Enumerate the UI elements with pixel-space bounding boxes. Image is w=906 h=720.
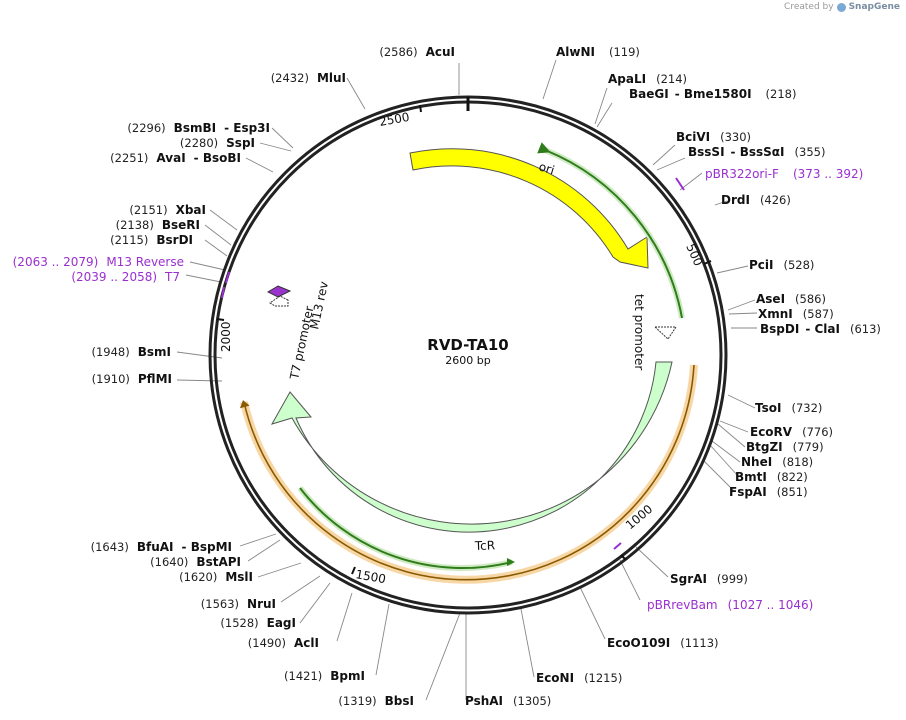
- ori-direction-line: [537, 142, 683, 319]
- primer-m13-reverse: (2063 .. 2079)M13 Reverse: [13, 255, 184, 269]
- site-bsmbi: (2296)BsmBI- Esp3I: [127, 121, 270, 135]
- site-drdi: DrdI(426): [721, 193, 791, 207]
- primer-marks: [221, 177, 685, 550]
- tcr-inner-arrow-line: [299, 487, 513, 570]
- site-bspdi: BspDI- ClaI(613): [760, 322, 881, 336]
- site-xmni: XmnI(587): [758, 307, 834, 321]
- site-sgrai: SgrAI(999): [670, 572, 748, 586]
- site-econi: EcoNI(1215): [536, 671, 622, 685]
- orange-region-line: [243, 364, 695, 581]
- site-bcivi: BciVI(330): [676, 130, 751, 144]
- site-bstapi: (1640)BstAPI: [150, 555, 241, 569]
- orange-region: [240, 364, 698, 584]
- site-bfuai: (1643)BfuAI- BspMI: [91, 540, 232, 554]
- site-pshai: PshAI(1305): [465, 694, 551, 708]
- site-bmti: BmtI(822): [735, 470, 808, 484]
- site-bsmi: (1948)BsmI: [91, 345, 171, 359]
- tcr-label: TcR: [474, 538, 496, 553]
- site-tsoi: TsoI(732): [755, 401, 822, 415]
- tick-label-2500: 2500: [378, 110, 411, 129]
- site-btgzi: BtgZI(779): [746, 440, 824, 454]
- site-nhei: NheI(818): [741, 455, 813, 469]
- site-sspi: (2280)SspI: [180, 136, 255, 150]
- right-labels: PshAI(1305) EcoNI(1215) EcoO109I(1113) S…: [465, 45, 881, 708]
- site-apali: ApaLI(214): [608, 72, 687, 86]
- left-labels: (2586)AcuI (2432)MluI (2296)BsmBI- Esp3I…: [91, 45, 455, 708]
- site-xbai: (2151)XbaI: [129, 203, 206, 217]
- t7-promoter-arrow: [269, 295, 289, 307]
- tet-promoter-label: tet promoter: [632, 294, 646, 370]
- site-bpmi: (1421)BpmI: [284, 669, 365, 683]
- tet-promoter-arrow: [653, 326, 677, 340]
- site-pflmi: (1910)PflMI: [92, 372, 172, 386]
- primer-labels: pBR322ori-F(373 .. 392) (2063 .. 2079)M1…: [13, 167, 864, 612]
- site-msli: (1620)MslI: [179, 570, 253, 584]
- credit-prefix: Created by: [784, 2, 834, 12]
- tcr-feature: [270, 361, 673, 533]
- site-bsrdi: (2115)BsrDI: [110, 233, 193, 247]
- site-acli: (1490)AclI: [248, 636, 319, 650]
- site-nrui: (1563)NruI: [201, 597, 276, 611]
- primer-pbrrevbam: pBRrevBam(1027 .. 1046): [647, 598, 813, 612]
- plasmid-length: 2600 bp: [445, 354, 490, 367]
- site-bbsi: (1319)BbsI: [338, 694, 414, 708]
- snapgene-logo-icon: [836, 2, 846, 12]
- site-ecoo109i: EcoO109I(1113): [607, 636, 719, 650]
- site-ecorv: EcoRV(776): [750, 425, 833, 439]
- site-leader-lines: [176, 59, 758, 701]
- site-eagi: (1528)EagI: [220, 616, 296, 630]
- tick-label-1500: 1500: [354, 567, 387, 586]
- site-mlui: (2432)MluI: [271, 71, 346, 85]
- tick-label-2000: 2000: [219, 321, 233, 352]
- site-pcii: PciI(528): [749, 258, 814, 272]
- site-avai: (2251)AvaI- BsoBI: [110, 151, 241, 165]
- site-beri: (2138)BseRI: [116, 218, 200, 232]
- site-alwni: AlwNI(119): [556, 45, 640, 59]
- site-acui: (2586)AcuI: [379, 45, 455, 59]
- ori-feature: [409, 148, 649, 269]
- primer-t7: (2039 .. 2058)T7: [71, 270, 180, 284]
- site-asei: AseI(586): [756, 292, 826, 306]
- m13-rev-label: M13 rev: [307, 280, 331, 330]
- site-baegi: BaeGI- Bme1580I(218): [629, 87, 796, 101]
- orange-region-arrowhead: [239, 400, 250, 409]
- snapgene-credit: Created by SnapGene: [784, 2, 900, 12]
- site-fspai: FspAI(851): [729, 485, 808, 499]
- m13-rev-arrow: [266, 285, 292, 298]
- plasmid-name: RVD-TA10: [427, 336, 508, 354]
- credit-brand: SnapGene: [848, 2, 900, 12]
- tcr-inner-arrowhead: [507, 558, 515, 566]
- primer-pbr322ori-f: pBR322ori-F(373 .. 392): [705, 167, 863, 181]
- site-bsssi: BssSI- BssSαI(355): [688, 145, 825, 159]
- position-ticks: [216, 104, 712, 575]
- ori-label: ori: [537, 159, 556, 177]
